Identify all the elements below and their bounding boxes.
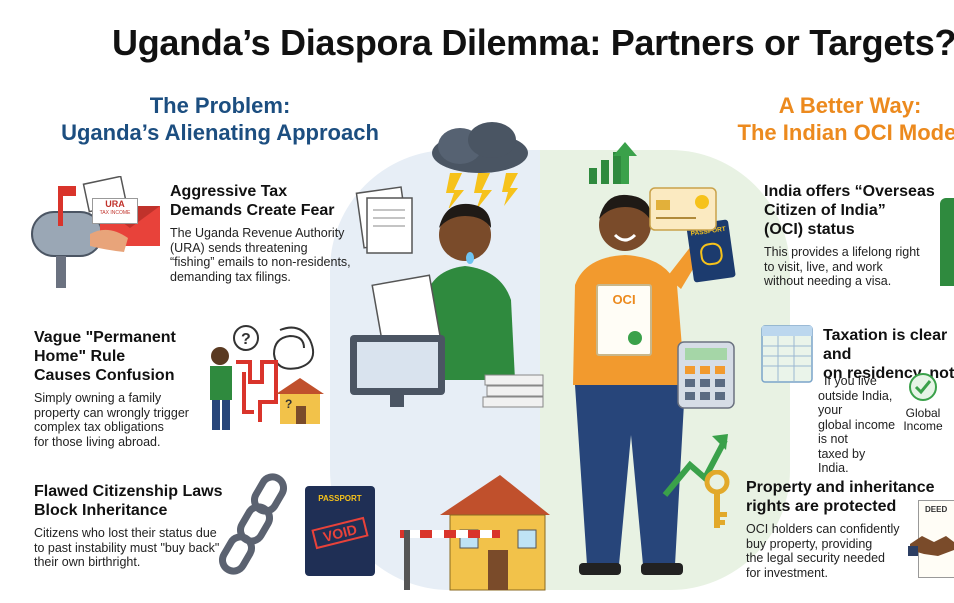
problem-heading-line1: The Problem: xyxy=(149,93,291,118)
right-item-3-body-2: buy property, providing xyxy=(746,536,873,551)
right-item-1-title-1: India offers “Overseas xyxy=(764,183,935,200)
storm-cloud-icon xyxy=(432,122,528,208)
ura-letter: URA TAX INCOME xyxy=(92,198,138,224)
better-way-heading-line2: The Indian OCI Model xyxy=(737,120,954,145)
left-item-3-body-3: their own birthright. xyxy=(34,555,141,569)
left-item-2-body-1: Simply owning a family xyxy=(34,391,162,405)
right-item-oci-status: India offers “Overseas Citizen of India”… xyxy=(764,182,954,289)
page-title: Uganda’s Diaspora Dilemma: Partners or T… xyxy=(112,22,954,63)
mailbox-tax-email-icon xyxy=(31,176,160,288)
globe-icon xyxy=(698,241,724,267)
passport-left-label: PASSPORT xyxy=(318,494,362,503)
void-passport: PASSPORT VOID xyxy=(305,486,375,576)
ura-label: URA xyxy=(105,199,125,209)
left-item-citizenship-laws: Flawed Citizenship Laws Block Inheritanc… xyxy=(34,482,254,570)
oci-certificate-label: OCI xyxy=(612,292,636,307)
global-income-line1: Global xyxy=(905,406,941,420)
left-item-3-body-1: Citizens who lost their status due xyxy=(34,526,217,540)
right-item-2-body-2: outside India, your xyxy=(818,388,893,418)
broken-chain-icon xyxy=(219,473,287,575)
oci-card-icon xyxy=(649,187,717,231)
left-item-2-title-1: Vague "Permanent xyxy=(34,329,176,346)
left-item-2-title-2: Home" Rule xyxy=(34,348,126,365)
left-item-2-body-4: for those living abroad. xyxy=(34,434,161,449)
left-item-1-body-1: The Uganda Revenue Authority xyxy=(170,226,345,240)
left-item-3-body-2: to past instability must "buy back" xyxy=(34,540,220,555)
left-item-permanent-home: Vague "Permanent Home" Rule Causes Confu… xyxy=(34,328,224,449)
house-barrier-illustration xyxy=(400,475,550,591)
left-item-2-body-2: property can wrongly trigger xyxy=(34,405,189,420)
left-item-2-body-3: complex tax obligations xyxy=(34,420,164,434)
right-item-1-title-3: (OCI) status xyxy=(764,221,855,238)
seal-icon xyxy=(628,331,642,345)
problem-heading-line2: Uganda’s Alienating Approach xyxy=(61,120,379,145)
right-item-2-body-3: global income is not xyxy=(818,417,896,447)
svg-text:?: ? xyxy=(241,331,251,348)
right-item-1-body-3: without needing a visa. xyxy=(764,274,892,288)
right-item-2-body-1: If you live xyxy=(824,374,877,388)
right-item-1-body-2: to visit, live, and work xyxy=(764,259,883,274)
left-item-3-title-2: Block Inheritance xyxy=(34,502,168,519)
confused-man-maze-illustration: ? ? xyxy=(210,325,324,430)
left-item-1-title-1: Aggressive Tax xyxy=(170,183,288,200)
right-item-3-title-1: Property and inheritance xyxy=(746,479,935,496)
growth-chart-icon xyxy=(589,142,637,184)
left-item-1-body-4: demanding tax filings. xyxy=(170,269,291,284)
left-item-3-title-1: Flawed Citizenship Laws xyxy=(34,483,223,500)
right-item-3-body-4: for investment. xyxy=(746,565,828,580)
left-item-1-title-2: Demands Create Fear xyxy=(170,202,335,219)
green-up-arrow-icon xyxy=(662,434,728,497)
key-icon xyxy=(704,470,730,528)
svg-text:?: ? xyxy=(285,397,292,411)
right-item-2-title-1: Taxation is clear and xyxy=(823,327,948,363)
left-item-1-body-3: “fishing” emails to non-residents, xyxy=(170,255,351,269)
right-item-1-body-1: This provides a lifelong right xyxy=(764,245,920,259)
right-item-3-title-2: rights are protected xyxy=(746,498,897,515)
spreadsheet-icon xyxy=(761,325,813,383)
better-way-heading-line1: A Better Way: xyxy=(778,93,922,118)
handshake-icon xyxy=(908,536,954,556)
right-item-taxation-body: If you live outside India, your global i… xyxy=(818,374,898,476)
problem-heading: The Problem: Uganda’s Alienating Approac… xyxy=(40,92,400,146)
left-item-2-title-3: Causes Confusion xyxy=(34,367,175,384)
void-stamp: VOID xyxy=(311,516,369,550)
right-item-3-body-1: OCI holders can confidently xyxy=(746,522,900,536)
right-item-3-body-3: the legal security needed xyxy=(746,551,885,565)
global-income-line2: Income xyxy=(903,419,943,433)
deed-label: DEED xyxy=(925,505,948,514)
better-way-heading: A Better Way: The Indian OCI Model xyxy=(700,92,954,146)
left-item-1-body-2: (URA) sends threatening xyxy=(170,240,308,255)
ura-sub-label: TAX INCOME xyxy=(99,210,131,216)
worried-man-illustration xyxy=(350,186,544,408)
right-item-2-body-4: taxed by India. xyxy=(818,446,866,476)
right-item-property-rights: Property and inheritance rights are prot… xyxy=(746,478,954,580)
global-income-badge: Global Income xyxy=(895,372,951,433)
calculator-icon xyxy=(677,341,735,409)
green-document-edge xyxy=(940,198,954,286)
checkmark-icon xyxy=(909,373,937,401)
left-item-tax-demands: Aggressive Tax Demands Create Fear The U… xyxy=(170,182,370,284)
right-item-1-title-2: Citizen of India” xyxy=(764,202,886,219)
oci-certificate: OCI xyxy=(596,284,652,356)
